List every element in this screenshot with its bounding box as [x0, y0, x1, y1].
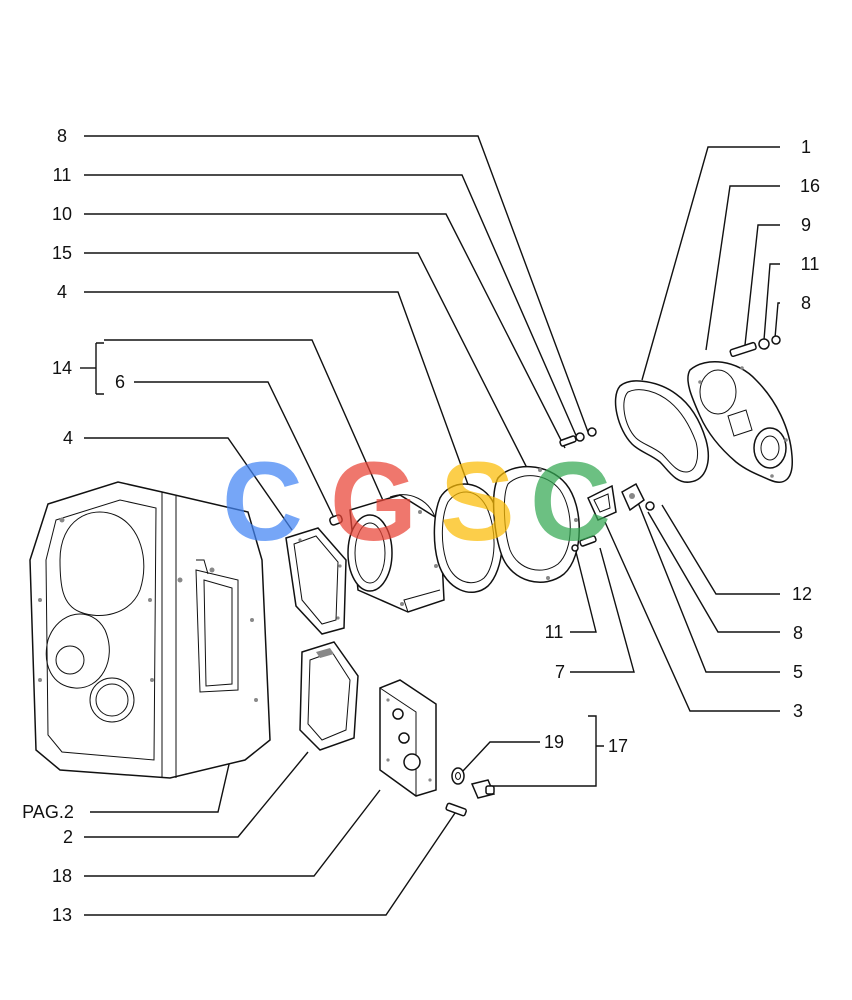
callout-18: 18	[52, 866, 72, 886]
cover-15	[492, 466, 580, 583]
callout-9: 9	[801, 215, 811, 235]
callout-11-top: 11	[53, 165, 72, 185]
callout-16: 16	[800, 176, 820, 196]
callout-pag2: PAG.2	[22, 802, 74, 822]
rear-cover-16	[687, 361, 793, 483]
callout-4-mid: 4	[63, 428, 73, 448]
callouts-left: 8 11 10 15 4 14 6 4 PAG.2 2 18 13	[22, 126, 125, 925]
callout-8-lower: 8	[793, 623, 803, 643]
fasteners-upper	[559, 427, 597, 552]
watermark-letter-2: G	[330, 439, 417, 564]
callout-11-right: 11	[801, 254, 820, 274]
plate-18	[379, 679, 437, 797]
callout-17: 17	[608, 736, 628, 756]
gasket-4-left	[285, 527, 347, 635]
gearbox-housing	[29, 481, 271, 779]
callout-11-bottom: 11	[545, 622, 564, 642]
watermark-letter-4: C	[530, 439, 611, 564]
callout-10: 10	[52, 204, 72, 224]
callout-12: 12	[792, 584, 812, 604]
leader-lines	[80, 135, 780, 916]
callout-5: 5	[793, 662, 803, 682]
callout-1: 1	[801, 137, 811, 157]
stud-13	[445, 802, 467, 817]
callout-13: 13	[52, 905, 72, 925]
callout-8-right: 8	[801, 293, 811, 313]
callout-15: 15	[52, 243, 72, 263]
watermark-letter-3: S	[440, 439, 515, 564]
watermark-letter-1: C	[222, 439, 303, 564]
callouts-bottom: 11 7 19 17	[544, 622, 628, 756]
callout-8-top: 8	[57, 126, 67, 146]
nut-12	[645, 501, 655, 511]
cap-5	[621, 482, 645, 512]
callout-6: 6	[115, 372, 125, 392]
gasket-1	[614, 380, 710, 483]
dowel-pin-6	[329, 514, 343, 526]
gasket-2	[299, 641, 359, 751]
bearing-housing-14	[347, 494, 445, 613]
triangular-plate-7	[587, 484, 617, 521]
callout-19: 19	[544, 732, 564, 752]
callout-14: 14	[52, 358, 72, 378]
plug-17	[470, 779, 496, 799]
callout-2: 2	[63, 827, 73, 847]
screw-9-washer-nut	[729, 335, 781, 358]
watermark: C G S C	[222, 439, 611, 564]
callout-4-top: 4	[57, 282, 67, 302]
gasket-4-middle	[433, 483, 503, 593]
callout-7: 7	[555, 662, 565, 682]
washer-19	[451, 767, 465, 785]
callouts-right: 1 16 9 11 8 12 8 5 3	[792, 137, 820, 721]
callout-3: 3	[793, 701, 803, 721]
